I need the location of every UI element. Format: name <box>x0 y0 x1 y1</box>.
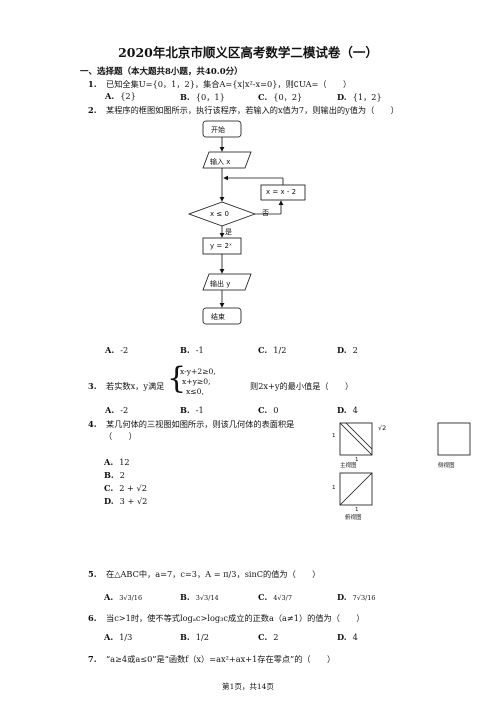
question-text: 某几何体的三视图如图所示，则该几何体的表面积是 <box>106 419 295 429</box>
flow-no-label: 否 <box>262 209 269 217</box>
flow-end-label: 结束 <box>211 313 225 321</box>
question-4: 4. 某几何体的三视图如图所示，则该几何体的表面积是 <box>88 418 294 430</box>
side-view <box>437 422 471 456</box>
q3-option-d: D.4 <box>337 405 358 415</box>
constraint-1: x-y+2≥0, <box>180 367 216 376</box>
question-6: 6. 当c>1时，使不等式logₐc>log₃c成立的正数a（a≠1）的值为（ ） <box>88 612 364 624</box>
system-brace: { <box>167 361 187 396</box>
question-text-b: 则2x+y的最小值是（ ） <box>250 381 354 391</box>
q6-option-d: D.4 <box>337 632 358 642</box>
flow-output-label: 输出 y <box>210 280 231 288</box>
q1-option-d: D.{1，2} <box>337 92 382 102</box>
q6-option-b: B.1/2 <box>180 632 209 642</box>
q1-option-b: B.{0，1} <box>180 92 225 102</box>
q4-option-c: C.2 + √2 <box>104 483 147 493</box>
question-number: 7. <box>88 654 97 664</box>
constraint-3: x≤0, <box>186 387 204 396</box>
front-view-caption: 主视图 <box>340 463 357 469</box>
flow-yes-label: 是 <box>225 228 232 236</box>
question-text: 在△ABC中，a=7，c=3，A = π/3，sinC的值为（ ） <box>106 569 321 579</box>
q2-option-d: D.2 <box>337 345 358 355</box>
q4-option-d: D.3 + √2 <box>104 496 148 506</box>
q6-option-a: A.1/3 <box>104 632 133 642</box>
q3-option-b: B.-1 <box>180 405 204 415</box>
question-5: 5. 在△ABC中，a=7，c=3，A = π/3，sinC的值为（ ） <box>88 568 320 580</box>
q1-option-c: C.{0，2} <box>258 92 303 102</box>
q5-option-d: D.7√3/16 <box>337 592 376 602</box>
question-text: 已知全集U={0，1，2}，集合A={x|x²-x=0}，则∁UA=（ ） <box>106 79 352 89</box>
diagonal-label: √2 <box>378 424 387 432</box>
flow-update-label: x = x - 2 <box>266 188 297 196</box>
question-number: 2. <box>88 105 97 115</box>
top-height-label: 1 <box>332 485 336 491</box>
q6-option-c: C.2 <box>258 632 279 642</box>
q1-option-a: A.{2} <box>105 91 136 101</box>
q5-option-c: C.4√3/7 <box>258 592 292 602</box>
question-7: 7. “a≥4或a≤0”是“函数f（x）=ax²+ax+1存在零点”的（ ） <box>88 653 335 665</box>
question-paren: （ ） <box>104 431 137 441</box>
question-3: 3. 若实数x，y满足 <box>88 380 164 392</box>
front-height-label: 1 <box>332 433 336 439</box>
front-width-label: 1 <box>355 457 359 463</box>
q3-option-a: A.-2 <box>105 405 129 415</box>
top-view <box>339 472 373 506</box>
question-text-a: 若实数x，y满足 <box>106 381 165 391</box>
constraint-2: x+y≥0, <box>182 377 211 386</box>
question-1: 1. 已知全集U={0，1，2}，集合A={x|x²-x=0}，则∁UA=（ ） <box>88 78 351 90</box>
page-title: 2020年北京市顺义区高考数学二模试卷（一） <box>118 45 378 60</box>
input-box <box>202 151 252 169</box>
side-view-caption: 侧视图 <box>438 463 455 469</box>
question-2: 2. 某程序的框图如图所示，执行该程序，若输入的x值为7，则输出的y值为（ ） <box>88 104 399 116</box>
question-number: 5. <box>88 569 97 579</box>
q5-option-b: B.3√3/14 <box>180 592 219 602</box>
page-footer: 第1页，共14页 <box>222 682 274 691</box>
question-number: 3. <box>88 381 97 391</box>
top-width-label: 1 <box>355 507 359 513</box>
end-box <box>202 307 242 325</box>
question-text: “a≥4或a≤0”是“函数f（x）=ax²+ax+1存在零点”的（ ） <box>106 654 336 664</box>
front-view <box>339 422 373 456</box>
output-box <box>202 273 252 291</box>
q2-option-a: A.-2 <box>105 345 129 355</box>
flow-input-label: 输入 x <box>210 158 231 166</box>
question-text: 某程序的框图如图所示，执行该程序，若输入的x值为7，则输出的y值为（ ） <box>106 105 399 115</box>
q4-option-a: A.12 <box>104 457 130 467</box>
q2-option-b: B.-1 <box>180 345 204 355</box>
q3-option-c: C.0 <box>258 405 279 415</box>
question-number: 6. <box>88 613 97 623</box>
section-heading: 一、选择题（本大题共8小题，共40.0分） <box>80 67 243 77</box>
flowchart <box>187 120 306 325</box>
question-text: 当c>1时，使不等式logₐc>log₃c成立的正数a（a≠1）的值为（ ） <box>106 613 365 623</box>
question-number: 1. <box>88 79 97 89</box>
question-number: 4. <box>88 419 97 429</box>
q4-option-b: B.2 <box>104 470 125 480</box>
q5-option-a: A.3√3/16 <box>104 592 143 602</box>
top-view-caption: 俯视图 <box>345 515 362 521</box>
flow-start-label: 开始 <box>211 126 225 134</box>
three-views-figure <box>339 422 471 506</box>
q2-option-c: C.1/2 <box>258 345 287 355</box>
flow-assign-label: y = 2ˣ <box>210 242 233 250</box>
flow-condition-label: x ≤ 0 <box>210 210 229 218</box>
